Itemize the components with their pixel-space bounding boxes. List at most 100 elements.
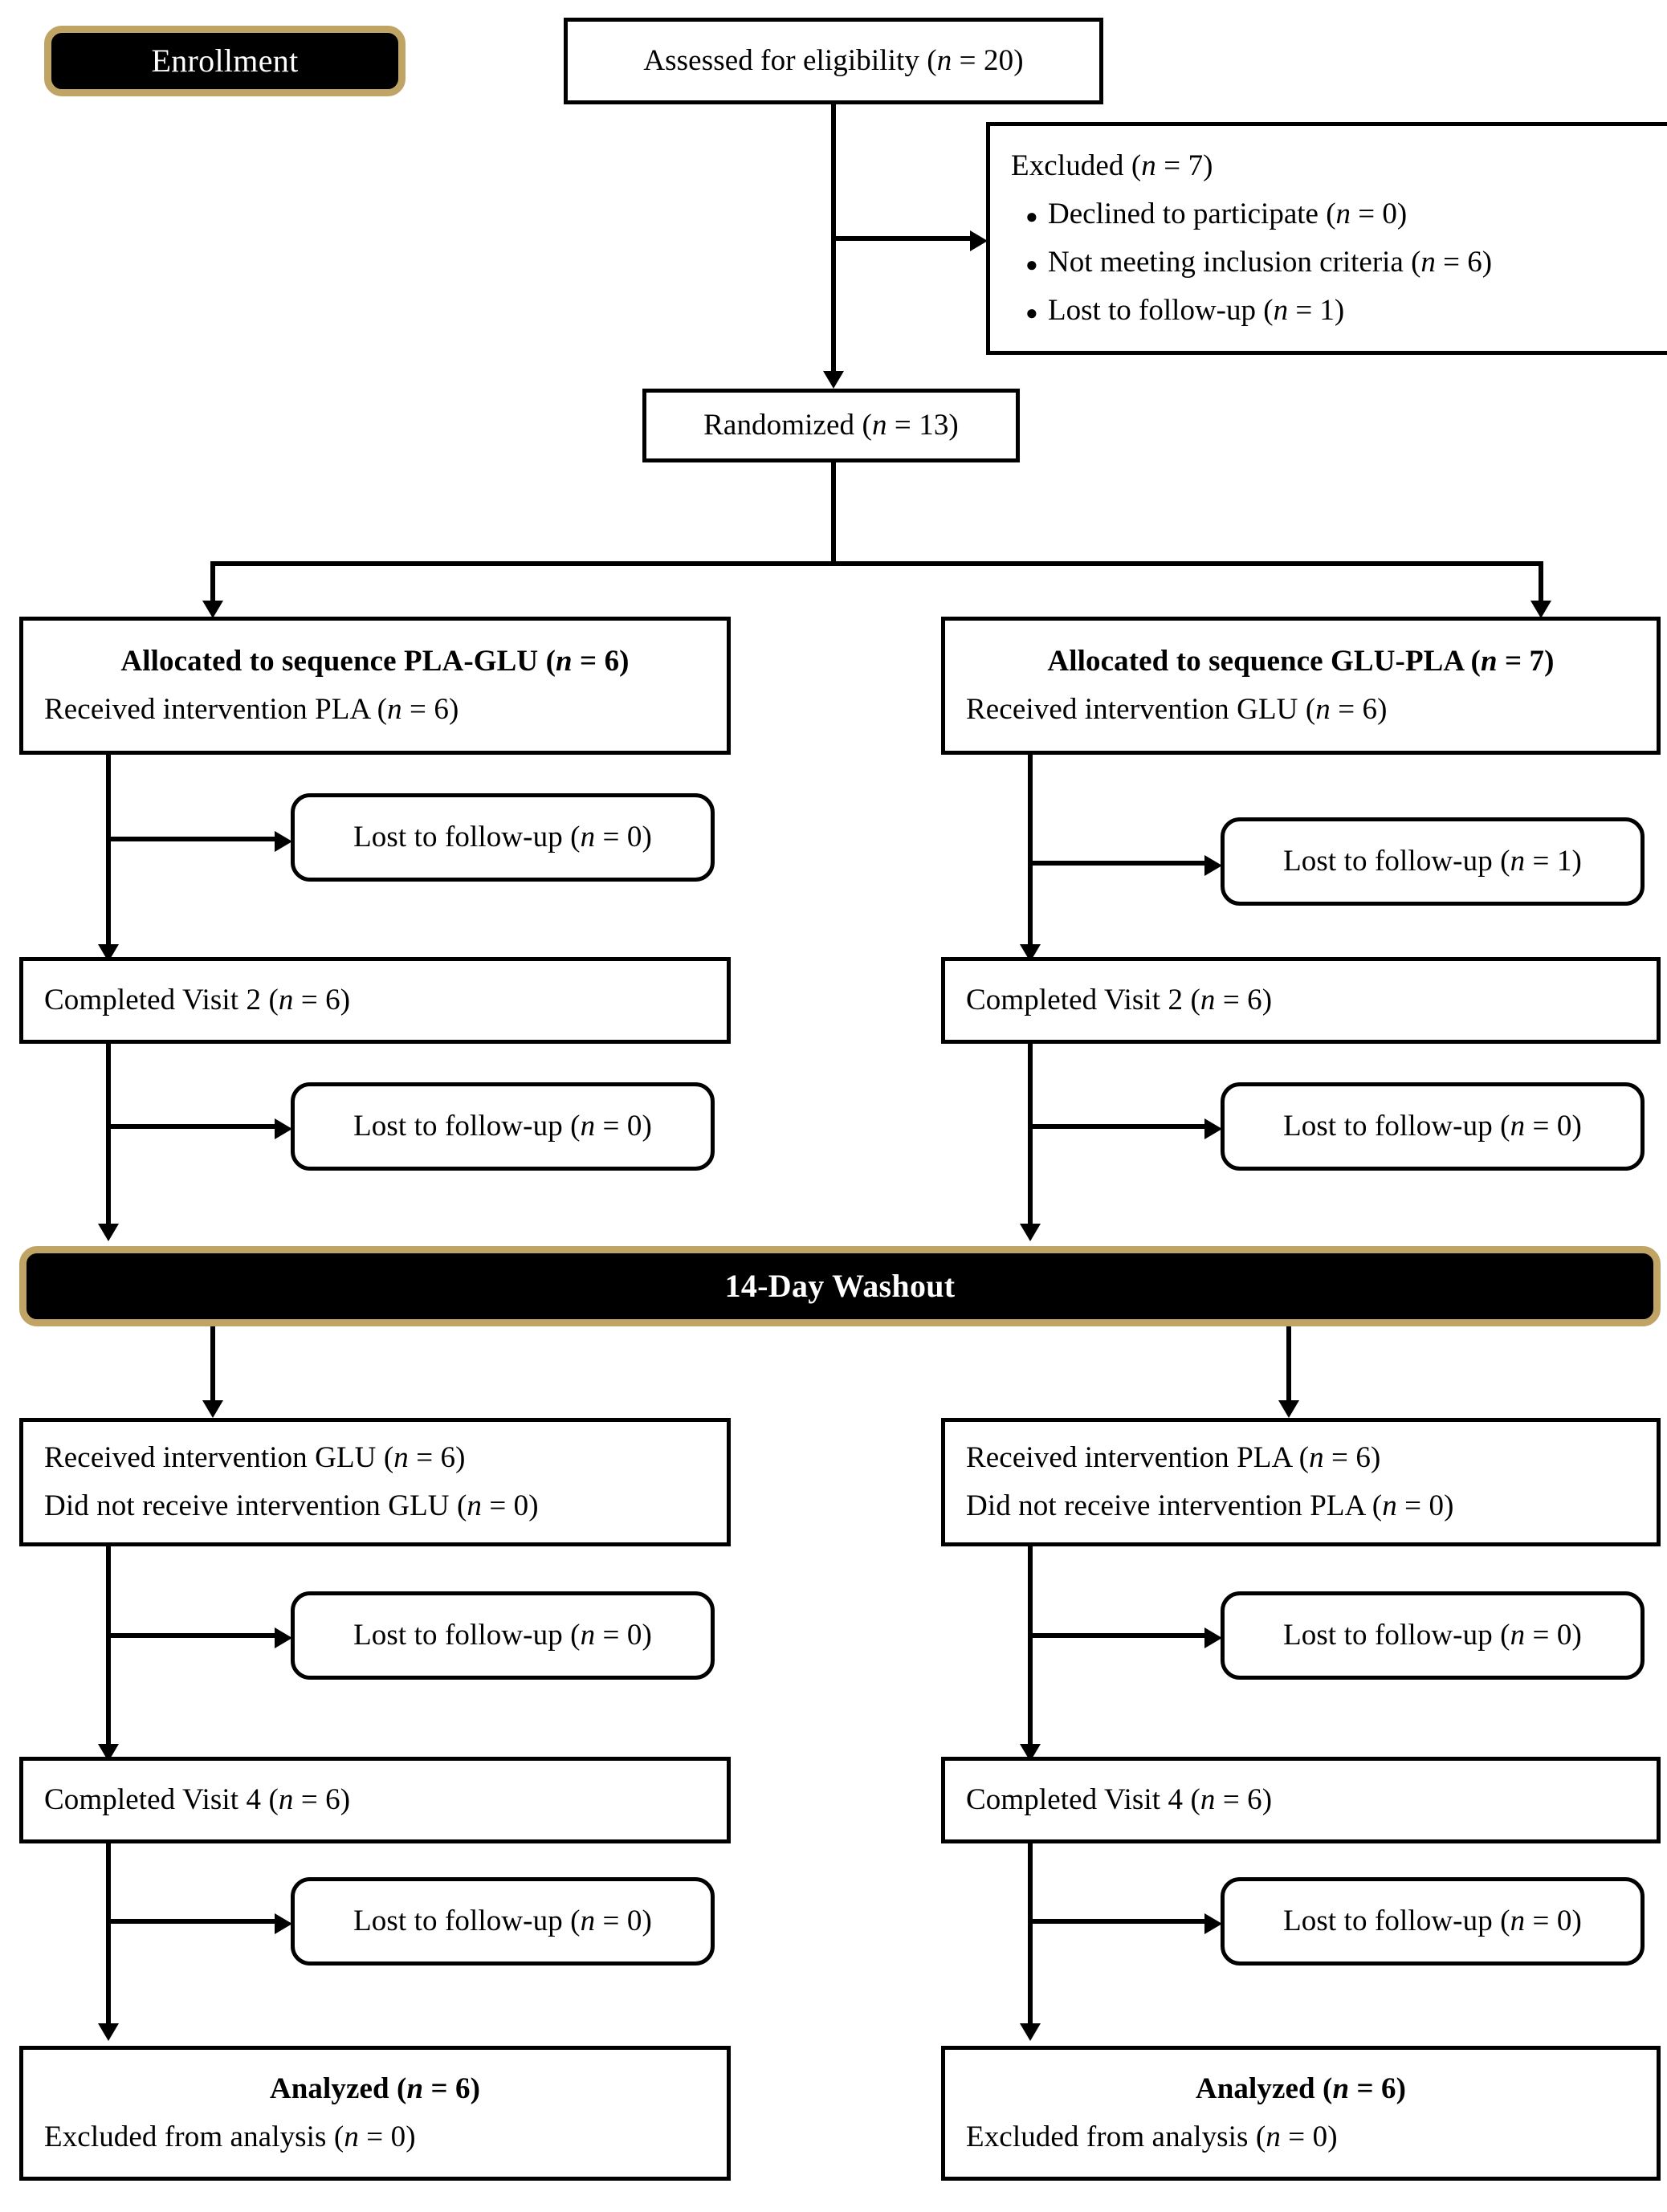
- left-completed-visit-4-label: Completed Visit 4 (n = 6): [44, 1783, 351, 1817]
- connector-split-to-left-arm: [210, 561, 215, 608]
- box-left-period2-received: Received intervention GLU (n = 6) Did no…: [19, 1418, 731, 1546]
- left-allocated-label: Allocated to sequence PLA-GLU (n = 6): [120, 645, 630, 678]
- connector-right-visit4-to-analyzed: [1028, 1843, 1033, 2033]
- stage-banner-washout: 14-Day Washout: [19, 1246, 1661, 1326]
- box-left-lost-2: Lost to follow-up (n = 0): [291, 1082, 715, 1171]
- arrowhead-right-visit4-to-analyzed: [1020, 2023, 1041, 2041]
- connector-left-visit4-to-lost4: [106, 1919, 284, 1924]
- arrowhead-washout-to-right-period2: [1278, 1400, 1299, 1418]
- box-assessed-for-eligibility: Assessed for eligibility (n = 20): [564, 18, 1103, 104]
- bullet-icon: ●: [1025, 300, 1038, 324]
- box-right-lost-3: Lost to follow-up (n = 0): [1221, 1591, 1645, 1680]
- arrowhead-right-visit4-to-lost4: [1204, 1913, 1222, 1934]
- connector-left-visit2-to-lost2: [106, 1124, 284, 1129]
- arrowhead-left-visit4-to-analyzed: [98, 2023, 119, 2041]
- box-left-analyzed: Analyzed (n = 6) Excluded from analysis …: [19, 2046, 731, 2181]
- arrowhead-washout-to-left-period2: [202, 1400, 223, 1418]
- bullet-icon: ●: [1025, 205, 1038, 229]
- right-allocated-label: Allocated to sequence GLU-PLA (n = 7): [1047, 645, 1555, 678]
- connector-assessed-to-excluded: [831, 236, 980, 241]
- box-right-analyzed: Analyzed (n = 6) Excluded from analysis …: [941, 2046, 1661, 2181]
- left-not-received-period2-label: Did not receive intervention GLU (n = 0): [44, 1489, 539, 1522]
- arrowhead-left-visit2-to-washout: [98, 1224, 119, 1241]
- left-lost-4-label: Lost to follow-up (n = 0): [353, 1904, 652, 1938]
- arrowhead-right-visit2-to-washout: [1020, 1224, 1041, 1241]
- right-excluded-from-analysis-label: Excluded from analysis (n = 0): [966, 2120, 1338, 2153]
- left-lost-2-label: Lost to follow-up (n = 0): [353, 1110, 652, 1143]
- box-right-completed-visit-2: Completed Visit 2 (n = 6): [941, 957, 1661, 1044]
- arrowhead-split-to-right-arm: [1530, 601, 1551, 618]
- right-completed-visit-2-label: Completed Visit 2 (n = 6): [966, 984, 1273, 1017]
- connector-left-period2-to-lost3: [106, 1633, 284, 1638]
- left-lost-3-label: Lost to follow-up (n = 0): [353, 1619, 652, 1652]
- box-randomized: Randomized (n = 13): [642, 389, 1020, 462]
- connector-allocation-split-bar: [210, 561, 1543, 566]
- connector-assessed-to-randomized: [831, 104, 836, 377]
- arrowhead-left-alloc-to-lost1: [275, 831, 292, 852]
- box-left-completed-visit-2: Completed Visit 2 (n = 6): [19, 957, 731, 1044]
- arrowhead-right-alloc-to-lost1: [1204, 855, 1222, 876]
- left-excluded-from-analysis-label: Excluded from analysis (n = 0): [44, 2120, 416, 2153]
- box-right-lost-2: Lost to follow-up (n = 0): [1221, 1082, 1645, 1171]
- arrowhead-assessed-to-excluded: [970, 230, 988, 251]
- excluded-list-item: ● Not meeting inclusion criteria (n = 6): [1011, 238, 1667, 287]
- washout-banner-label: 14-Day Washout: [724, 1268, 956, 1304]
- arrowhead-right-period2-to-lost3: [1204, 1627, 1222, 1648]
- stage-banner-enrollment: Enrollment: [44, 26, 406, 96]
- excluded-list-item: ● Lost to follow-up (n = 1): [1011, 287, 1667, 335]
- right-analyzed-label: Analyzed (n = 6): [1195, 2072, 1407, 2106]
- right-received-period1-label: Received intervention GLU (n = 6): [966, 693, 1388, 726]
- connector-left-alloc-to-visit2: [106, 755, 111, 951]
- connector-randomized-stem: [831, 462, 836, 564]
- randomized-label: Randomized (n = 13): [703, 409, 959, 442]
- connector-right-visit2-to-lost2: [1028, 1124, 1214, 1129]
- connector-left-visit2-to-washout: [106, 1044, 111, 1233]
- box-right-allocated: Allocated to sequence GLU-PLA (n = 7) Re…: [941, 617, 1661, 755]
- connector-right-alloc-to-lost1: [1028, 861, 1214, 866]
- connector-right-visit2-to-washout: [1028, 1044, 1033, 1233]
- left-received-period2-label: Received intervention GLU (n = 6): [44, 1441, 466, 1475]
- left-received-period1-label: Received intervention PLA (n = 6): [44, 693, 459, 726]
- connector-left-visit4-to-analyzed: [106, 1843, 111, 2033]
- right-lost-2-label: Lost to follow-up (n = 0): [1283, 1110, 1582, 1143]
- connector-washout-to-left-period2: [210, 1326, 215, 1407]
- enrollment-banner-label: Enrollment: [151, 43, 299, 79]
- excluded-item-label: Lost to follow-up (n = 1): [1048, 293, 1345, 327]
- box-excluded: Excluded (n = 7) ● Declined to participa…: [986, 122, 1667, 355]
- box-right-lost-4: Lost to follow-up (n = 0): [1221, 1877, 1645, 1966]
- box-left-lost-4: Lost to follow-up (n = 0): [291, 1877, 715, 1966]
- assessed-label: Assessed for eligibility (n = 20): [643, 44, 1024, 78]
- arrowhead-assessed-to-randomized: [823, 371, 844, 389]
- box-right-period2-received: Received intervention PLA (n = 6) Did no…: [941, 1418, 1661, 1546]
- left-completed-visit-2-label: Completed Visit 2 (n = 6): [44, 984, 351, 1017]
- arrowhead-right-visit2-to-lost2: [1204, 1118, 1222, 1139]
- box-right-completed-visit-4: Completed Visit 4 (n = 6): [941, 1757, 1661, 1843]
- right-not-received-period2-label: Did not receive intervention PLA (n = 0): [966, 1489, 1454, 1522]
- box-left-allocated: Allocated to sequence PLA-GLU (n = 6) Re…: [19, 617, 731, 755]
- connector-split-to-right-arm: [1539, 561, 1543, 608]
- left-analyzed-label: Analyzed (n = 6): [269, 2072, 481, 2106]
- left-lost-1-label: Lost to follow-up (n = 0): [353, 821, 652, 854]
- right-completed-visit-4-label: Completed Visit 4 (n = 6): [966, 1783, 1273, 1817]
- connector-right-period2-to-visit4: [1028, 1546, 1033, 1751]
- connector-right-period2-to-lost3: [1028, 1633, 1214, 1638]
- box-left-lost-1: Lost to follow-up (n = 0): [291, 793, 715, 882]
- connector-washout-to-right-period2: [1286, 1326, 1291, 1407]
- connector-right-visit4-to-lost4: [1028, 1919, 1214, 1924]
- arrowhead-split-to-left-arm: [202, 601, 223, 618]
- bullet-icon: ●: [1025, 253, 1038, 276]
- connector-right-alloc-to-visit2: [1028, 755, 1033, 951]
- right-lost-4-label: Lost to follow-up (n = 0): [1283, 1904, 1582, 1938]
- box-left-completed-visit-4: Completed Visit 4 (n = 6): [19, 1757, 731, 1843]
- right-lost-1-label: Lost to follow-up (n = 1): [1283, 845, 1582, 878]
- right-lost-3-label: Lost to follow-up (n = 0): [1283, 1619, 1582, 1652]
- box-left-lost-3: Lost to follow-up (n = 0): [291, 1591, 715, 1680]
- box-right-lost-1: Lost to follow-up (n = 1): [1221, 817, 1645, 906]
- arrowhead-left-period2-to-lost3: [275, 1627, 292, 1648]
- excluded-item-label: Not meeting inclusion criteria (n = 6): [1048, 246, 1493, 279]
- connector-left-period2-to-visit4: [106, 1546, 111, 1751]
- excluded-item-label: Declined to participate (n = 0): [1048, 198, 1408, 231]
- excluded-title: Excluded (n = 7): [1011, 149, 1213, 183]
- excluded-list-item: ● Declined to participate (n = 0): [1011, 190, 1667, 238]
